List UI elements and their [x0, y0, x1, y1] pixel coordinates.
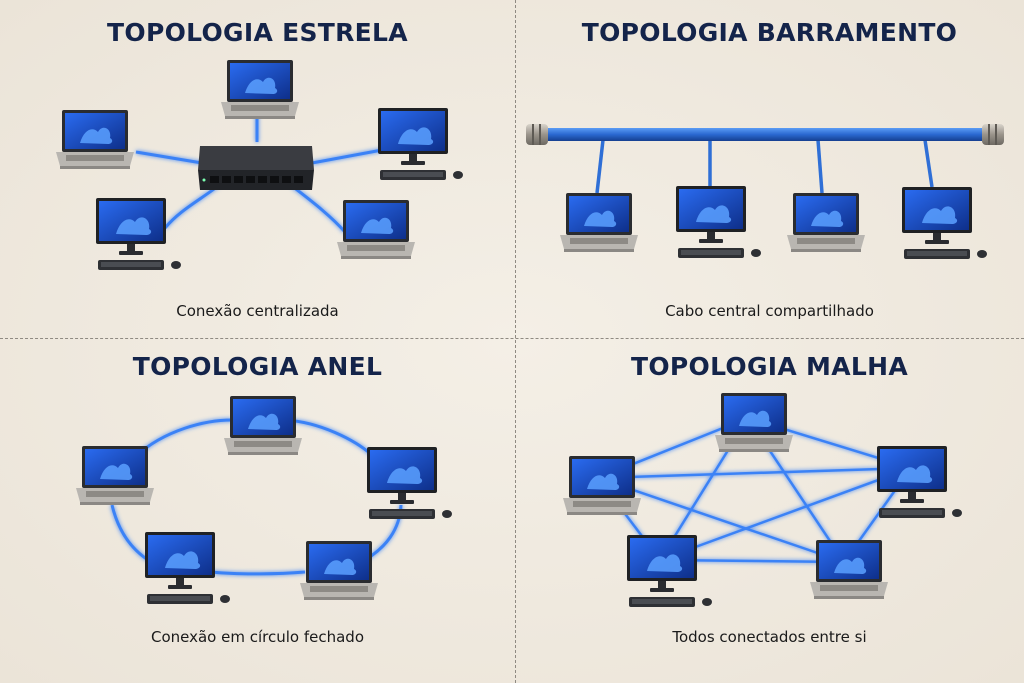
mesh-title: TOPOLOGIA MALHA: [631, 352, 908, 381]
ring-cables: [110, 418, 403, 576]
vertical-divider: [515, 0, 516, 683]
star-laptop-bottom-right: [337, 200, 415, 259]
ring-desktop-bottom-left: [145, 532, 230, 604]
ring-topology: [76, 396, 452, 604]
ring-laptop-top: [224, 396, 302, 455]
bus-title: TOPOLOGIA BARRAMENTO: [581, 18, 958, 47]
bus-topology: [526, 124, 1004, 259]
star-laptop-left: [56, 110, 134, 169]
star-title: TOPOLOGIA ESTRELA: [107, 18, 408, 47]
bus-terminator-right: [982, 124, 1004, 145]
ring-laptop-bottom-right: [300, 541, 378, 600]
bus-drop-cables: [595, 139, 934, 194]
star-laptop-top: [221, 60, 299, 119]
mesh-laptop-bottom-right: [810, 540, 888, 599]
bus-desktop-2: [676, 186, 761, 258]
star-desktop-right: [378, 108, 463, 180]
network-switch: [198, 146, 314, 190]
ring-desktop-right: [367, 447, 452, 519]
bus-laptop-1: [560, 193, 638, 252]
bus-backbone-cable: [540, 128, 990, 141]
horizontal-divider: [0, 338, 1024, 339]
ring-caption: Conexão em círculo fechado: [150, 628, 365, 646]
mesh-laptop-top: [715, 393, 793, 452]
bus-desktop-4: [902, 187, 987, 259]
bus-caption: Cabo central compartilhado: [665, 302, 874, 320]
ring-title: TOPOLOGIA ANEL: [132, 352, 383, 381]
star-caption: Conexão centralizada: [176, 302, 339, 320]
mesh-topology: [563, 393, 962, 607]
mesh-laptop-left: [563, 456, 641, 515]
star-desktop-bottom-left: [96, 198, 181, 270]
mesh-desktop-right: [877, 446, 962, 518]
bus-laptop-3: [787, 193, 865, 252]
bus-terminator-left: [526, 124, 548, 145]
star-topology: [56, 60, 463, 270]
ring-laptop-left: [76, 446, 154, 505]
mesh-caption: Todos conectados entre si: [672, 628, 867, 646]
